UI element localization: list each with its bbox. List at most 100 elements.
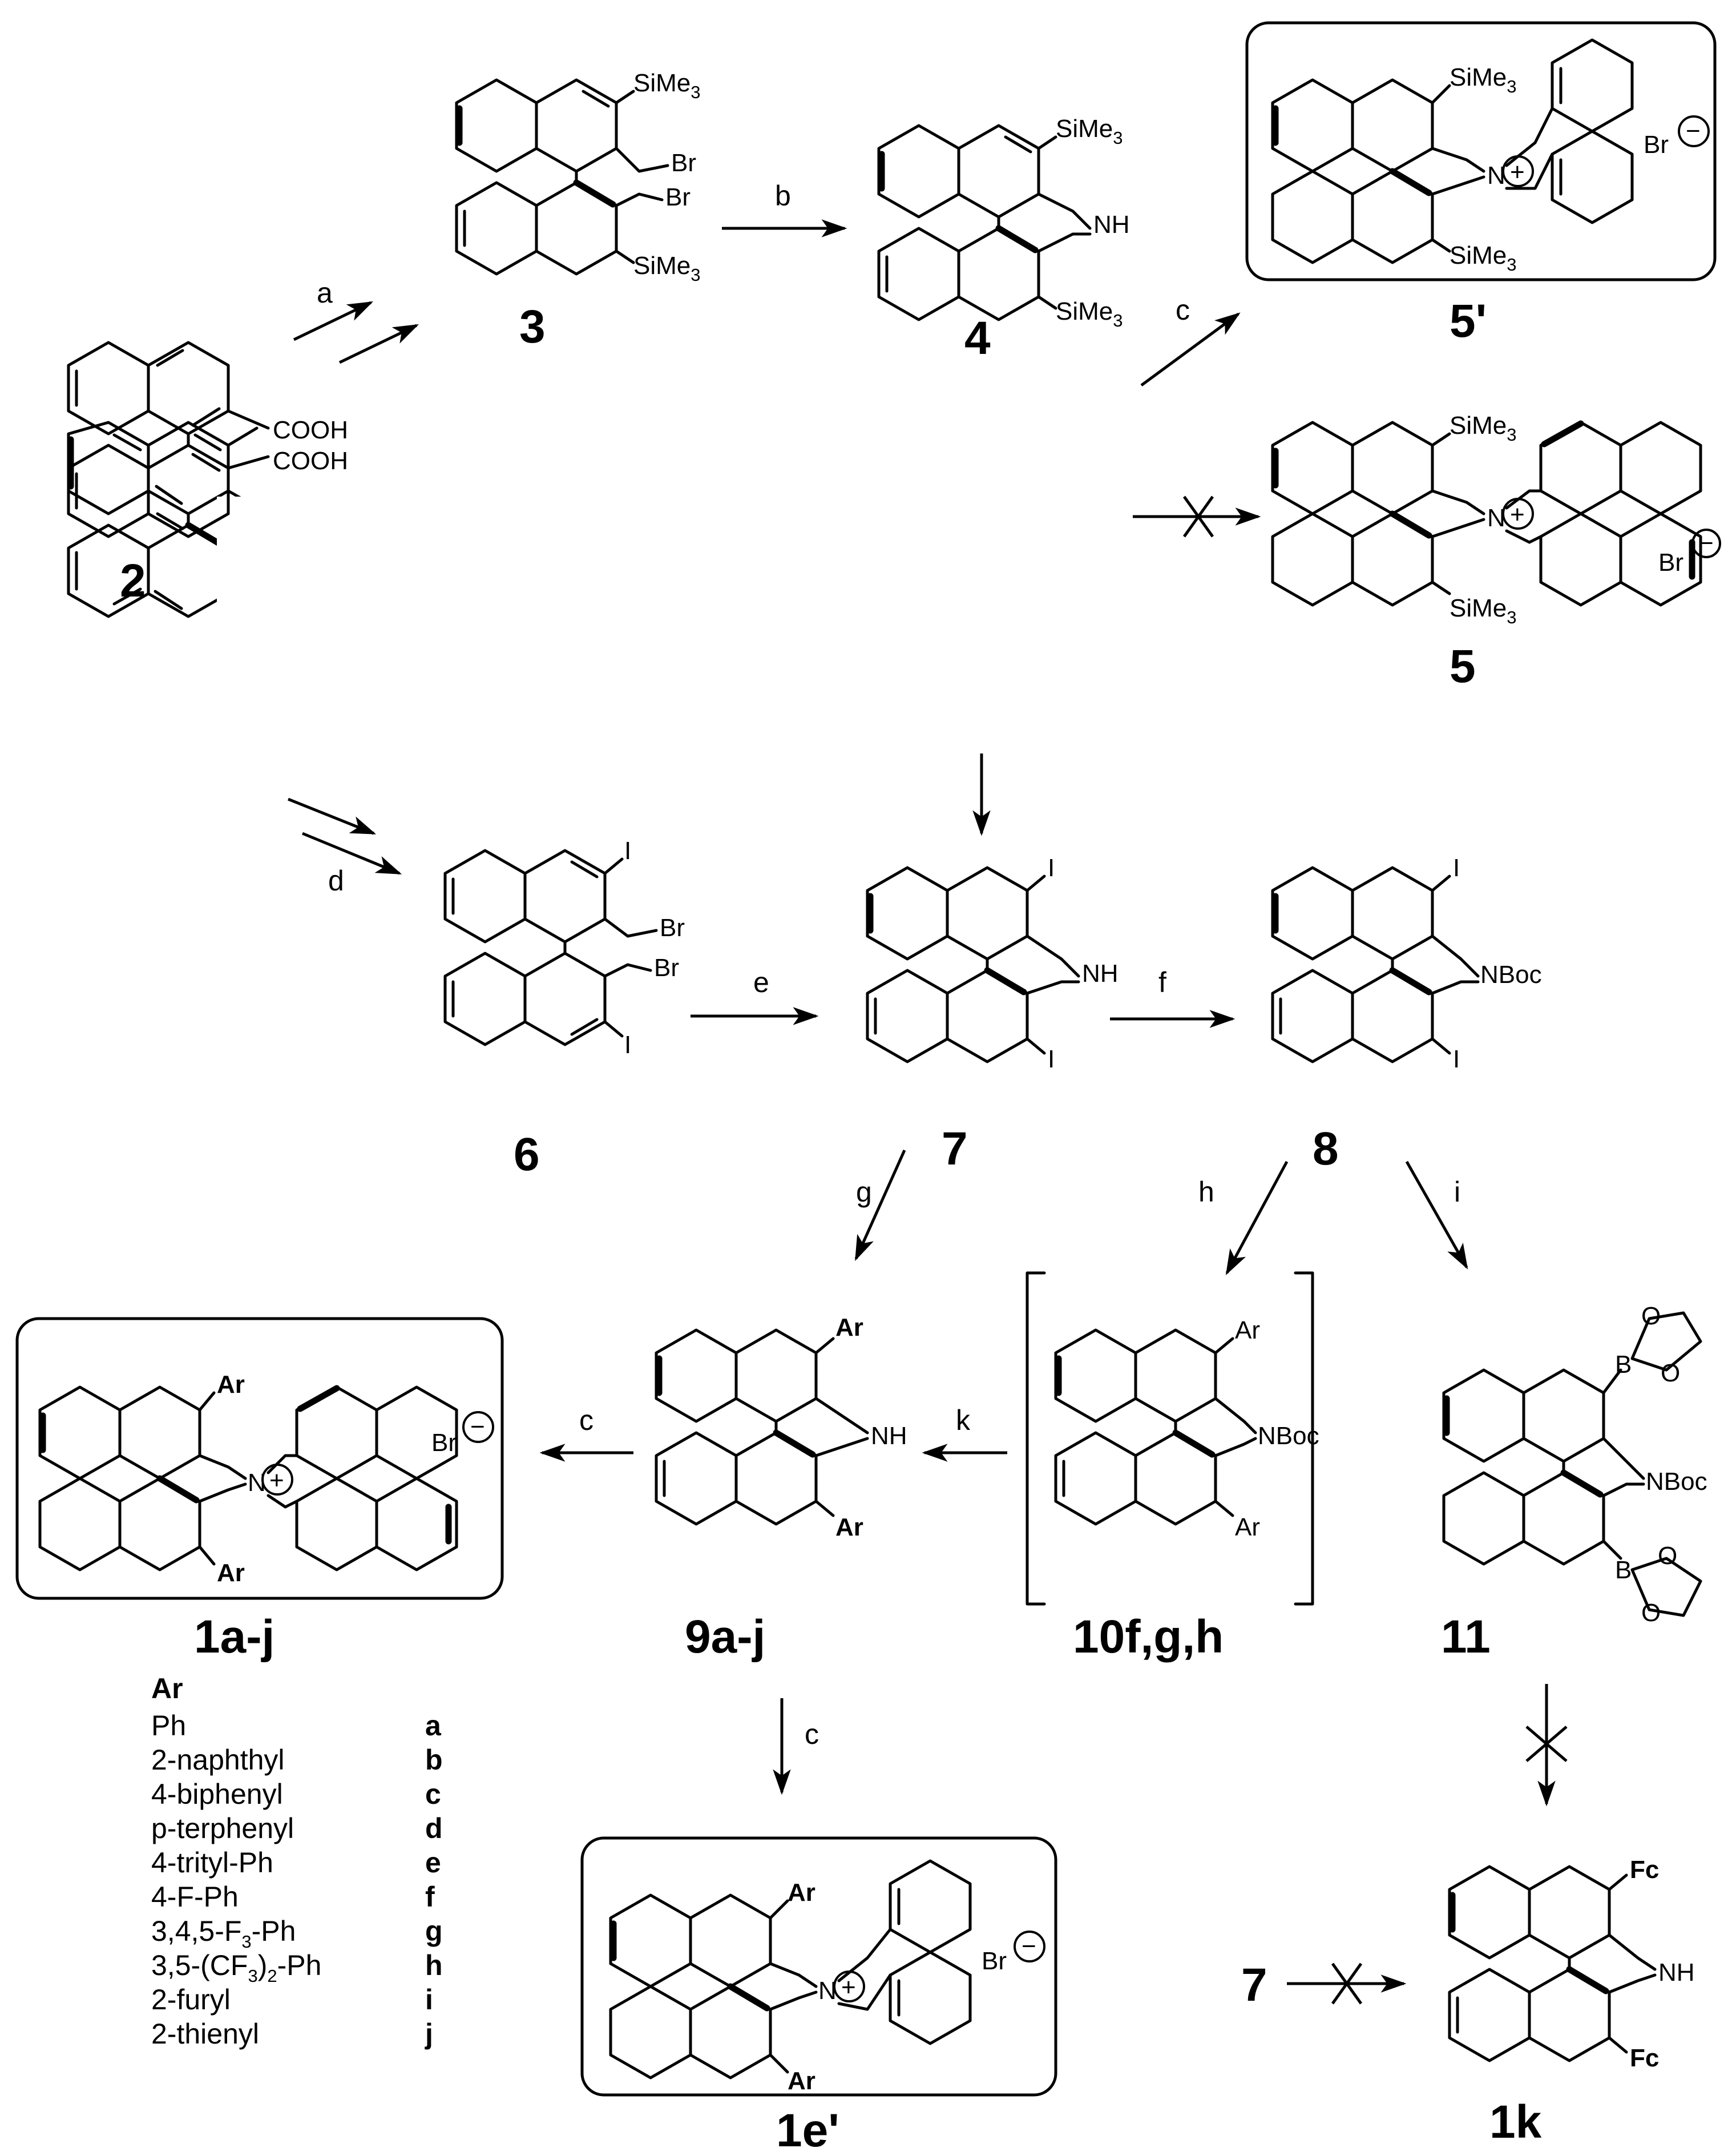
compound-5-struct xyxy=(1271,420,1702,607)
minus-charge-5 xyxy=(1691,529,1721,558)
reagent-g: g xyxy=(856,1176,872,1208)
table-row-code: a xyxy=(425,1710,442,1742)
table-header: Ar xyxy=(151,1673,183,1704)
iodo-7b: I xyxy=(1048,1045,1055,1073)
mask-2 xyxy=(217,497,320,645)
compound-3-label: 3 xyxy=(519,301,546,353)
br-3a: Br xyxy=(671,149,696,177)
plus-charge-5p xyxy=(1502,155,1534,187)
compound-5prime-label: 5' xyxy=(1450,295,1487,347)
arrow-h xyxy=(1225,1160,1289,1275)
minus-1aj: − xyxy=(470,1413,485,1441)
cross-1kb xyxy=(1525,1726,1568,1762)
compound-4-struct xyxy=(877,124,1092,321)
oxygen-11c: O xyxy=(1658,1542,1677,1570)
iodo-6b: I xyxy=(624,1031,631,1059)
compound-9-label: 9a-j xyxy=(685,1611,765,1663)
cooh-label-1: COOH xyxy=(273,416,348,444)
reagent-a: a xyxy=(317,277,333,309)
arrow-d1 xyxy=(288,797,377,835)
ar-1ea: Ar xyxy=(788,1879,815,1907)
ar-10a: Ar xyxy=(1235,1316,1260,1344)
compound-1k-struct xyxy=(1448,1865,1657,2062)
compound-1e-struct xyxy=(609,1859,972,2080)
ar-1b: Ar xyxy=(217,1559,245,1587)
compound-7-label: 7 xyxy=(942,1123,968,1175)
sime3-4b: SiMe3 xyxy=(1056,297,1123,331)
plus-1aj: + xyxy=(269,1466,284,1494)
reagent-c2: c xyxy=(579,1404,594,1436)
arrow-c1 xyxy=(1140,312,1241,387)
table-row-code: f xyxy=(425,1881,435,1913)
arrow-g xyxy=(854,1149,906,1262)
compound-10-struct xyxy=(1054,1328,1257,1526)
boron-11a: B xyxy=(1615,1351,1632,1379)
nboc-11: NBoc xyxy=(1646,1468,1707,1496)
compound-7-struct xyxy=(866,866,1080,1063)
plus-charge-1e xyxy=(833,1970,865,2002)
table-row-name: 2-naphthyl xyxy=(151,1744,285,1776)
reagent-b: b xyxy=(775,180,791,212)
compound-11-struct xyxy=(1442,1311,1702,1617)
n-5p: N xyxy=(1487,162,1505,190)
compound-1k-label: 1k xyxy=(1489,2096,1542,2148)
reagent-h: h xyxy=(1198,1176,1214,1208)
oxygen-11b: O xyxy=(1661,1359,1680,1387)
compound-11-label: 11 xyxy=(1441,1611,1491,1663)
table-row-code: d xyxy=(425,1812,443,1844)
bracket-right xyxy=(1294,1271,1314,1606)
minus-charge-1e xyxy=(1014,1931,1045,1962)
bracket-left xyxy=(1026,1271,1046,1606)
fc-1kb: Fc xyxy=(1630,2044,1659,2072)
br-5: Br xyxy=(1658,549,1683,577)
compound-5-label: 5 xyxy=(1450,640,1476,692)
plus-1e: + xyxy=(841,1973,856,2001)
compound-6-label: 6 xyxy=(514,1129,540,1180)
table-row-code: c xyxy=(425,1778,441,1810)
compound-7b-label: 7 xyxy=(1241,1959,1267,2011)
minus-1e: − xyxy=(1022,1932,1036,1960)
table-row-name: 3,5-(CF3)2-Ph xyxy=(151,1949,321,1986)
br-5p: Br xyxy=(1644,131,1669,159)
table-row-name: 4-biphenyl xyxy=(151,1778,283,1810)
compound-8-struct xyxy=(1271,866,1480,1063)
nh-9: NH xyxy=(871,1422,907,1450)
iodo-8a: I xyxy=(1453,854,1460,882)
plus-charge-1aj xyxy=(261,1464,293,1496)
table-row-name: 4-F-Ph xyxy=(151,1881,239,1913)
arrow-a2 xyxy=(338,324,419,364)
compound-4-label: 4 xyxy=(964,312,991,364)
minus-charge-5p xyxy=(1678,115,1710,147)
nh-7: NH xyxy=(1082,960,1119,988)
compound-1aj-struct xyxy=(38,1385,458,1571)
br-1aj: Br xyxy=(431,1429,457,1457)
plus-charge-5 xyxy=(1502,498,1534,530)
plus-5: + xyxy=(1510,501,1525,529)
sime3-4a: SiMe3 xyxy=(1056,115,1123,148)
oxygen-11a: O xyxy=(1641,1302,1661,1330)
table-row-name: 2-furyl xyxy=(151,1984,231,2016)
table-row-name: 4-trityl-Ph xyxy=(151,1847,273,1879)
table-row-name: p-terphenyl xyxy=(151,1812,294,1844)
box-1e xyxy=(580,1836,1057,2097)
table-row-code: h xyxy=(425,1949,443,1981)
reagent-e: e xyxy=(753,966,769,998)
ar-9a: Ar xyxy=(835,1313,863,1341)
ar-1eb: Ar xyxy=(788,2067,815,2095)
n-1e: N xyxy=(818,1977,837,2005)
reagent-k: k xyxy=(956,1404,971,1436)
compound-3-struct xyxy=(455,78,669,276)
n-5: N xyxy=(1487,504,1505,532)
ar-10b: Ar xyxy=(1235,1513,1260,1541)
reagent-f: f xyxy=(1158,966,1166,998)
iodo-6a: I xyxy=(624,837,631,865)
minus-charge-1aj xyxy=(462,1411,494,1443)
compound-2-struct xyxy=(67,341,270,538)
ar-1a: Ar xyxy=(217,1371,245,1399)
table-row-code: e xyxy=(425,1847,441,1879)
compound-1e-label: 1e' xyxy=(776,2105,839,2156)
reagent-d: d xyxy=(328,865,344,897)
reagent-c1: c xyxy=(1176,294,1190,326)
compound-5prime-struct xyxy=(1271,38,1634,264)
